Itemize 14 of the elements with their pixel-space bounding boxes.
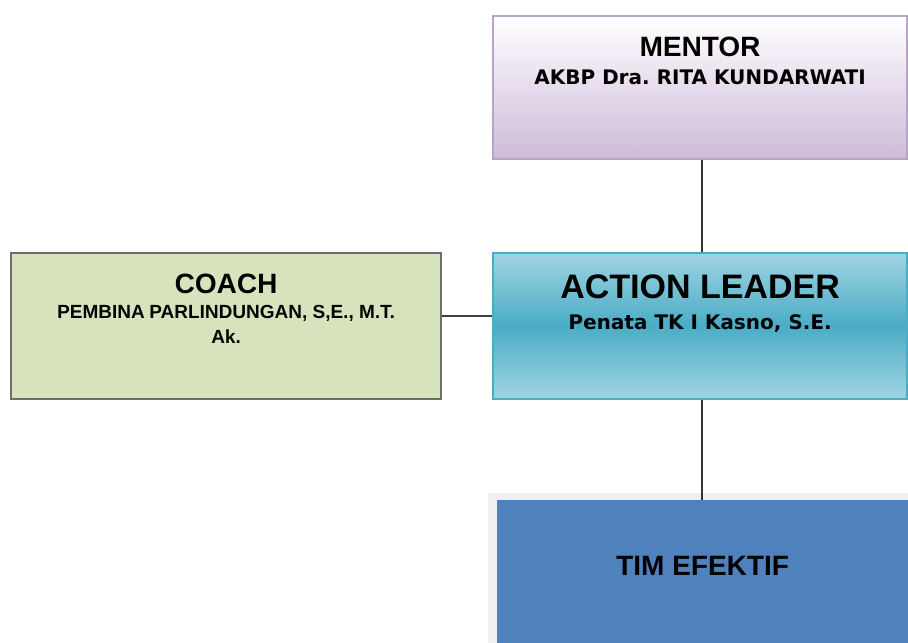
connector-line bbox=[701, 400, 703, 500]
role-title: COACH bbox=[174, 267, 278, 301]
coach-box bbox=[10, 252, 442, 400]
action-leader-box bbox=[492, 252, 908, 400]
team-box bbox=[497, 500, 908, 643]
person-name: PEMBINA PARLINDUNGAN, S,E., M.T. Ak. bbox=[56, 301, 396, 350]
role-title: TIM EFEKTIF bbox=[615, 549, 790, 583]
connector-line bbox=[701, 160, 703, 252]
role-title: ACTION LEADER bbox=[559, 267, 841, 308]
person-name: AKBP Dra. RITA KUNDARWATI bbox=[533, 64, 867, 90]
connector-line bbox=[442, 315, 492, 317]
person-name: Penata TK I Kasno, S.E. bbox=[567, 308, 833, 334]
mentor-box bbox=[492, 15, 908, 160]
role-title: MENTOR bbox=[638, 30, 762, 64]
